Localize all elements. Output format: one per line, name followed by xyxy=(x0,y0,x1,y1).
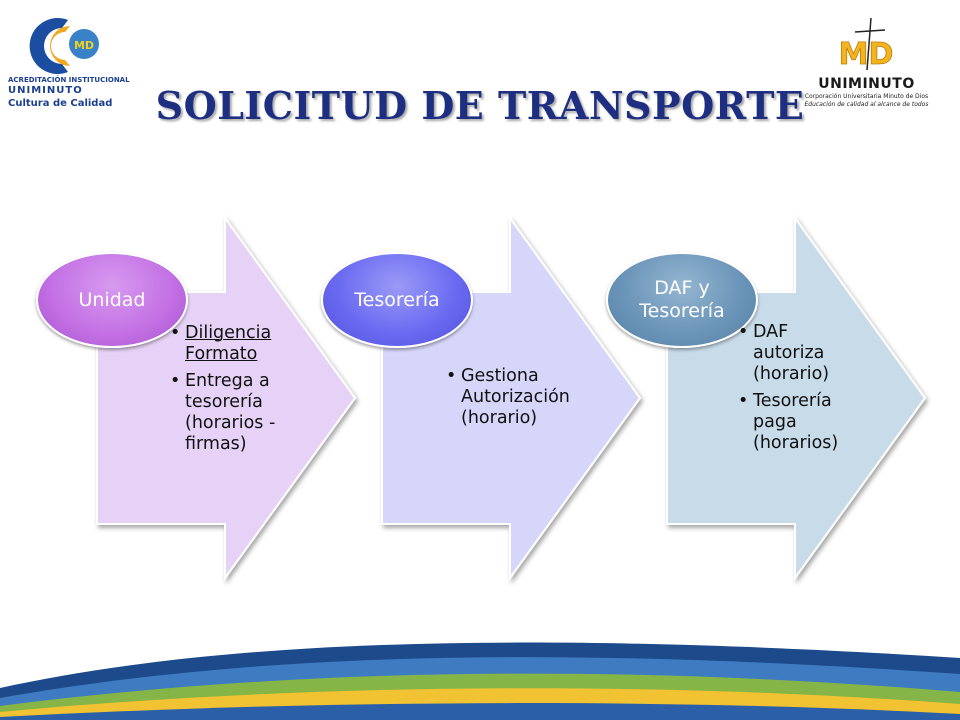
step-3-bullets: DAF autoriza (horario) Tesorería paga (h… xyxy=(736,322,856,460)
accreditation-logo: MD ACREDITACIÓN INSTITUCIONAL UNIMINUTO … xyxy=(8,14,130,114)
uniminuto-line1: Corporación Universitaria Minuto de Dios xyxy=(804,93,929,100)
accreditation-line1: ACREDITACIÓN INSTITUCIONAL xyxy=(8,76,130,84)
list-item: Gestiona Autorización (horario) xyxy=(444,366,594,429)
list-item: Tesorería paga (horarios) xyxy=(736,391,856,454)
step-2-bullets: Gestiona Autorización (horario) xyxy=(444,366,594,435)
uniminuto-mark-icon: MD xyxy=(838,17,894,72)
accreditation-emblem-icon: MD xyxy=(29,18,99,75)
list-item: DAF autoriza (horario) xyxy=(736,322,856,385)
page-title: SOLICITUD DE TRANSPORTE xyxy=(155,83,805,128)
step-3-label: DAF y Tesorería xyxy=(606,252,758,348)
list-item: Diligencia Formato xyxy=(168,323,288,365)
bottom-swoosh xyxy=(0,642,960,720)
step-1-bullets: Diligencia Formato Entrega a tesorería (… xyxy=(168,323,288,461)
accreditation-line3: Cultura de Calidad xyxy=(8,98,113,109)
uniminuto-line2: Educación de calidad al alcance de todos xyxy=(804,101,929,108)
uniminuto-logo: MD UNIMINUTO Corporación Universitaria M… xyxy=(799,14,934,114)
step-2-label: Tesorería xyxy=(321,252,473,348)
uniminuto-mark-text: MD xyxy=(839,37,894,72)
step-1-label: Unidad xyxy=(36,252,188,348)
list-item: Entrega a tesorería (horarios - firmas) xyxy=(168,371,288,455)
uniminuto-name: UNIMINUTO xyxy=(818,76,915,92)
accreditation-line2: UNIMINUTO xyxy=(8,85,83,96)
accreditation-badge-text: MD xyxy=(74,39,94,52)
